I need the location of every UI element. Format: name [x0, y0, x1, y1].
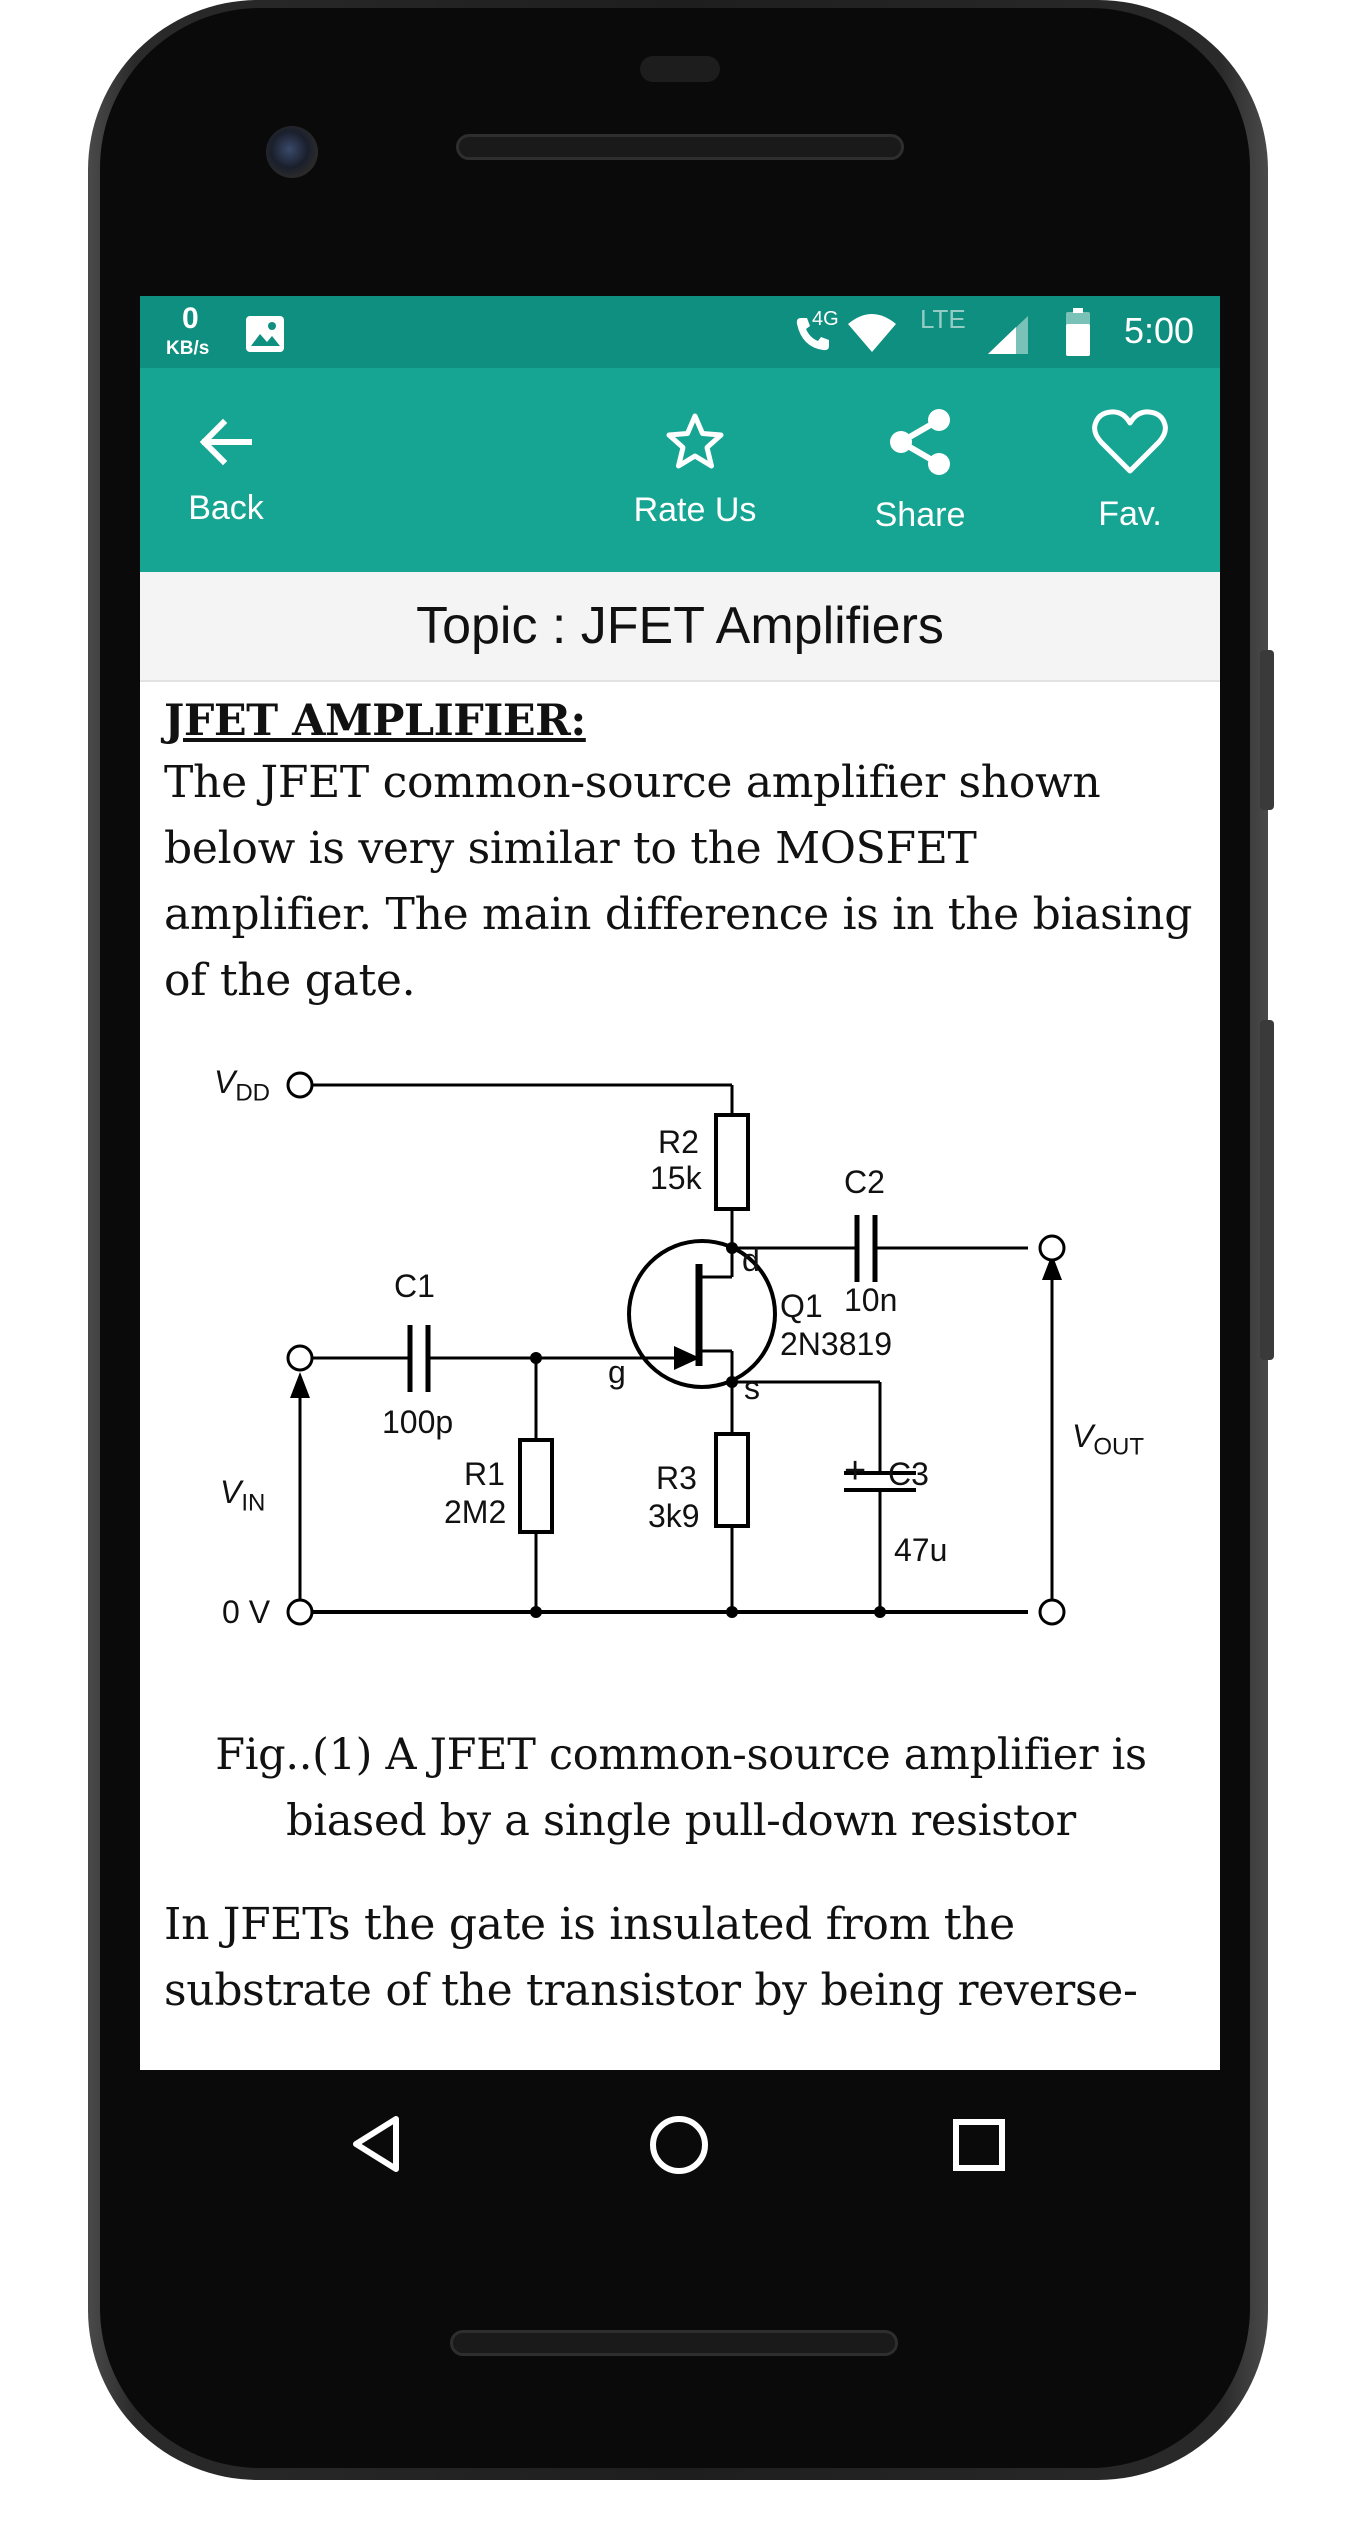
- vdd-sub: DD: [235, 1079, 271, 1107]
- vin-main: V: [220, 1474, 242, 1510]
- pin-s-label: s: [744, 1370, 760, 1406]
- circuit-diagram: VDD VIN VOUT 0 V R2 15k C2 10n d Q1 2N38…: [164, 1020, 1198, 1720]
- heart-icon: [1092, 408, 1168, 473]
- c1-value: 100p: [382, 1404, 454, 1440]
- network-type-label: 4G: [812, 308, 839, 330]
- zero-volt-label: 0 V: [222, 1594, 271, 1630]
- pin-g-label: g: [608, 1354, 626, 1390]
- share-icon: [890, 408, 950, 475]
- network-speed-unit: KB/s: [166, 338, 210, 359]
- fav-label: Fav.: [1098, 494, 1162, 533]
- signal-icon: [988, 316, 1028, 354]
- share-button[interactable]: Share: [850, 368, 990, 572]
- arrow-left-icon: [199, 418, 252, 465]
- vdd-main: V: [214, 1064, 236, 1100]
- volume-button: [1260, 1020, 1274, 1360]
- article-heading: JFET AMPLIFIER:: [164, 696, 586, 746]
- share-label: Share: [874, 495, 966, 534]
- vin-sub: IN: [241, 1489, 266, 1517]
- favorite-button[interactable]: Fav.: [1060, 368, 1200, 572]
- system-nav-bar: [140, 2070, 1220, 2210]
- call-icon: [796, 318, 829, 351]
- r2-name: R2: [658, 1124, 699, 1160]
- vin-label: VIN: [220, 1474, 265, 1517]
- wifi-icon: [848, 314, 896, 352]
- image-notification-icon: [246, 316, 284, 352]
- r3-value: 3k9: [648, 1498, 700, 1534]
- article-paragraph-1: The JFET common-source amplifier shown b…: [164, 757, 1193, 1006]
- topic-bar: Topic : JFET Amplifiers: [140, 572, 1220, 682]
- vout-label: VOUT: [1072, 1418, 1144, 1461]
- front-camera: [266, 126, 318, 178]
- app-toolbar: Back Rate Us Share Fav.: [140, 368, 1220, 572]
- c3-plus-label: +: [844, 1450, 867, 1492]
- lte-label: LTE: [920, 304, 966, 334]
- c3-value: 47u: [894, 1532, 948, 1568]
- vout-main: V: [1072, 1418, 1094, 1454]
- article-content: JFET AMPLIFIER: The JFET common-source a…: [140, 692, 1220, 2024]
- back-button[interactable]: Back: [156, 368, 296, 572]
- topic-title: Topic : JFET Amplifiers: [416, 597, 944, 655]
- vout-sub: OUT: [1093, 1433, 1145, 1461]
- back-label: Back: [188, 488, 264, 527]
- star-icon: [666, 413, 724, 468]
- c3-name: C3: [888, 1456, 929, 1492]
- square-recents-icon[interactable]: [952, 2118, 1006, 2172]
- r2-value: 15k: [650, 1160, 702, 1196]
- circle-home-icon[interactable]: [648, 2114, 710, 2176]
- rate-us-label: Rate Us: [633, 490, 757, 529]
- figure-caption: Fig..(1) A JFET common-source amplifier …: [215, 1730, 1147, 1846]
- c1-name: C1: [394, 1268, 435, 1304]
- pin-d-label: d: [742, 1242, 760, 1278]
- power-button: [1260, 650, 1274, 810]
- earpiece-speaker: [456, 134, 904, 160]
- q1-name: Q1: [780, 1288, 823, 1324]
- proximity-sensor: [640, 56, 720, 82]
- q1-value: 2N3819: [780, 1326, 893, 1362]
- battery-icon: [1066, 308, 1090, 356]
- network-speed-value: 0: [182, 302, 199, 335]
- r3-name: R3: [656, 1460, 697, 1496]
- bottom-speaker: [450, 2330, 898, 2356]
- rate-us-button[interactable]: Rate Us: [610, 368, 780, 572]
- c2-value: 10n: [844, 1282, 898, 1318]
- app-screen: 0 KB/s 4G LTE 5:00 B: [140, 296, 1220, 2070]
- vdd-label: VDD: [214, 1064, 270, 1107]
- clock-time: 5:00: [1124, 310, 1195, 351]
- r1-name: R1: [464, 1456, 505, 1492]
- article-paragraph-2: In JFETs the gate is insulated from the …: [164, 1899, 1138, 2016]
- r1-value: 2M2: [444, 1494, 507, 1530]
- triangle-back-icon[interactable]: [350, 2114, 402, 2174]
- status-bar: 0 KB/s 4G LTE 5:00: [140, 296, 1220, 368]
- c2-name: C2: [844, 1164, 885, 1200]
